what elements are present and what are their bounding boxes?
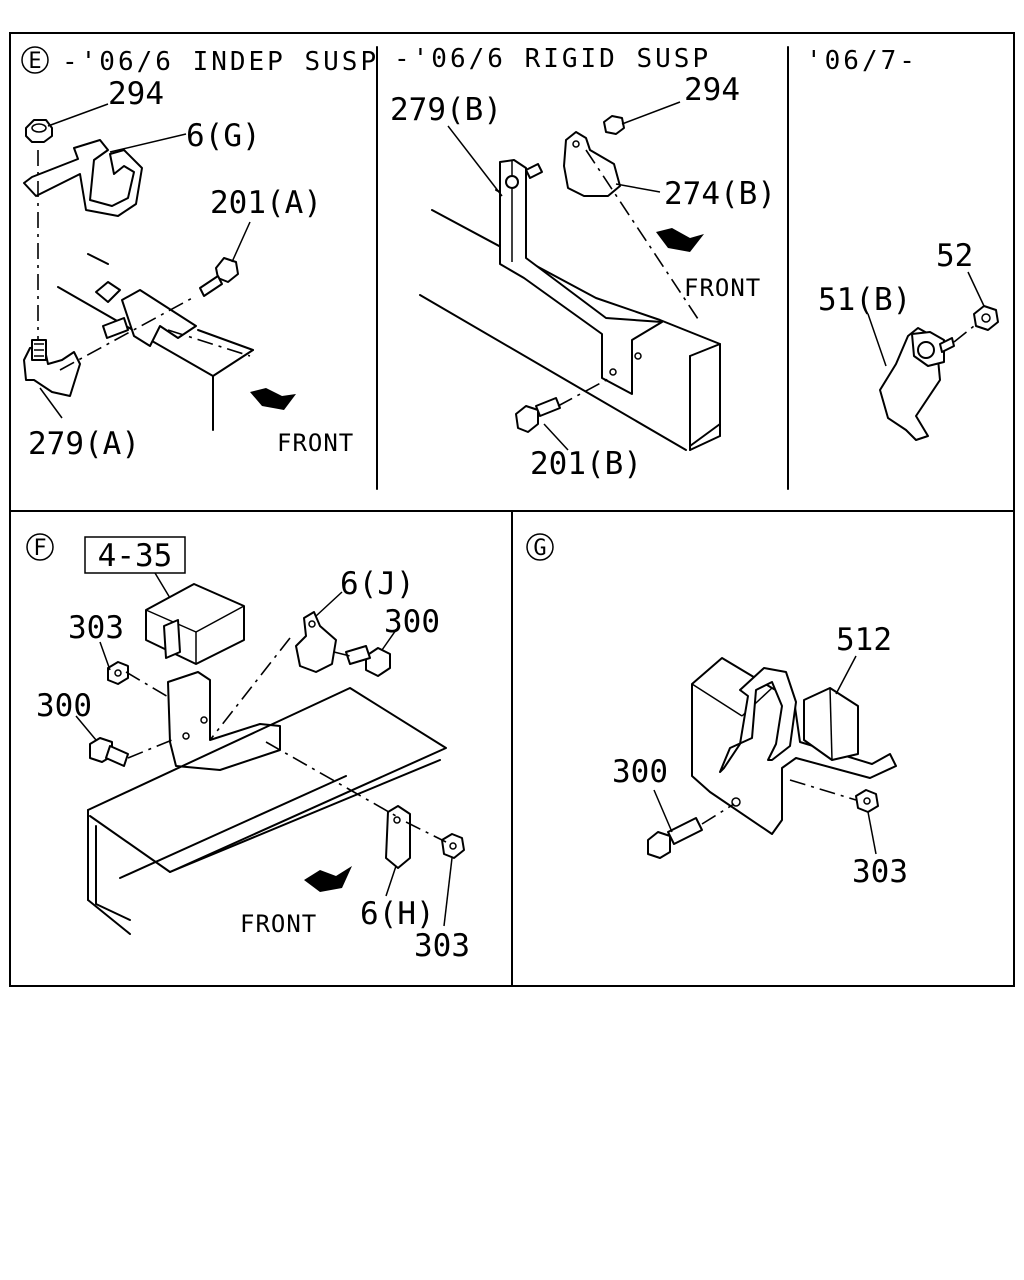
clip-6g [23,139,143,217]
label-6j: 6(J) [340,566,415,602]
label-300-g: 300 [612,754,668,790]
label-201b: 201(B) [530,446,642,482]
panel-e-sub1-header: -'06/6 INDEP SUSP [62,47,379,77]
clip-512 [719,667,797,773]
clip-274b [563,131,621,197]
label-294-b: 294 [684,72,740,108]
panel-f-drawing [75,572,465,935]
label-294-a: 294 [108,76,164,112]
label-279b: 279(B) [390,92,502,128]
clip-6j [295,611,337,673]
panel-e-sub3-drawing [867,271,999,441]
panel-g-drawing [647,655,897,859]
label-303-g: 303 [852,854,908,890]
svg-text:F: F [33,536,46,561]
label-6g: 6(G) [186,118,261,154]
label-201a: 201(A) [210,185,322,221]
front-arrow-e2 [656,228,704,252]
front-arrow-f [304,866,352,892]
label-52: 52 [936,238,973,274]
label-51b: 51(B) [818,282,911,318]
label-300-f-top: 300 [384,604,440,640]
label-303-f-top: 303 [68,610,124,646]
label-512: 512 [836,622,892,658]
label-303-f-bottom: 303 [414,928,470,964]
panel-g-marker: G [526,533,554,561]
nut-294-b [603,115,625,135]
nut-303-f-top [107,661,129,685]
front-arrow-e1 [250,388,296,410]
panel-e-sub3-header: '06/7- [806,46,918,76]
clip-6h [385,805,411,869]
panel-e-sub1-drawing [23,103,296,431]
svg-text:4-35: 4-35 [98,538,173,574]
panel-g-frame [511,510,1015,987]
bracket-279b [499,159,663,395]
panel-e-sub2-drawing [419,101,721,451]
nut-303-f-bottom [441,833,465,859]
panel-f-marker: F [26,533,54,561]
panel-e-sub2-header: -'06/6 RIGID SUSP [394,44,711,74]
label-front-f: FRONT [240,910,317,938]
bolt-300-f-top [365,647,391,677]
bolt-201b [515,405,539,433]
nut-52 [973,305,999,331]
nut-303-g [855,789,879,813]
label-279a: 279(A) [28,426,140,462]
panel-e-marker: E [21,46,49,74]
bolt-300-g [647,831,671,859]
label-274b: 274(B) [664,176,776,212]
label-300-f-left: 300 [36,688,92,724]
svg-text:G: G [533,536,546,561]
label-6h: 6(H) [360,896,435,932]
label-front-e2: FRONT [684,274,761,302]
svg-text:E: E [28,49,41,74]
ref-box-4-35: 4-35 [84,536,186,574]
label-front-e1: FRONT [277,429,354,457]
